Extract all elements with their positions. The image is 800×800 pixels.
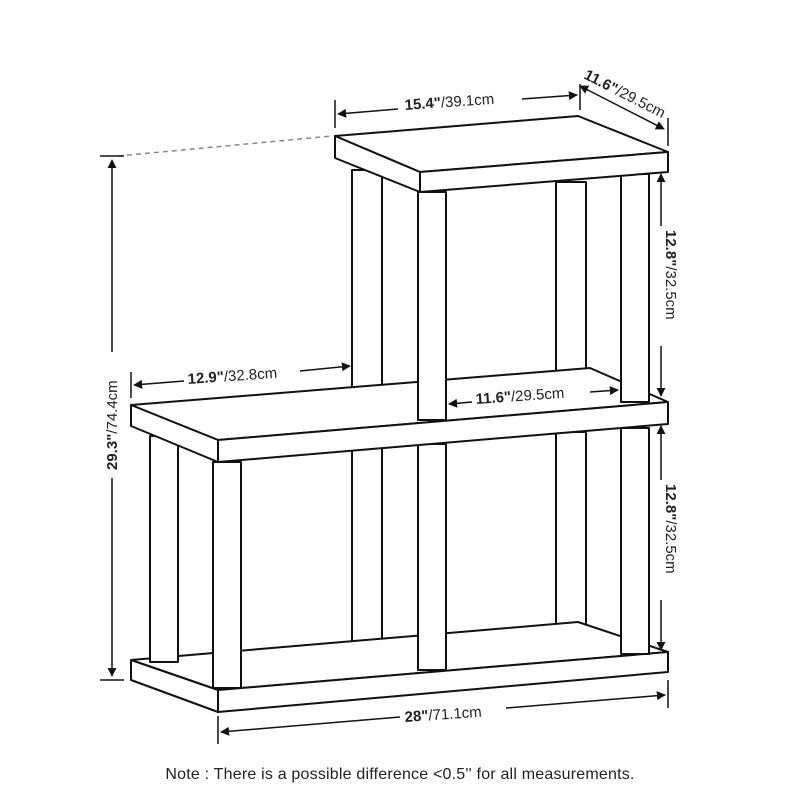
post-lower-back-right — [555, 431, 587, 629]
post-lower-front-center — [212, 461, 242, 689]
total-height-label: 29.3"/74.4cm — [104, 380, 121, 470]
post-upper-back-right — [555, 181, 587, 379]
dimension-lines — [100, 84, 669, 744]
step-width-arrow-right — [299, 362, 351, 372]
top-depth-arrow — [579, 85, 665, 130]
post-lower-front-mid — [417, 443, 447, 671]
post-lower-front-right — [620, 427, 650, 655]
post-lower-front-left — [149, 435, 179, 663]
bottom-board-front-face — [217, 651, 669, 713]
post-upper-front-right — [620, 173, 650, 403]
upper-height-label: 12.8"/32.5cm — [662, 230, 679, 320]
step-width-label: 12.9"/32.8cm — [187, 365, 278, 388]
post-upper-front-left — [417, 191, 447, 421]
post-upper-back-left — [351, 169, 383, 395]
top-width-label: 15.4"/39.1cm — [404, 91, 495, 114]
step-width-arrow-left — [133, 379, 185, 389]
total-width-label: 28"/71.1cm — [404, 704, 482, 726]
top-width-arrow-right — [521, 91, 578, 101]
shelf-drawing — [130, 115, 669, 713]
top-depth-label: 11.6"/29.5cm — [581, 66, 668, 121]
total-width-arrow-right — [505, 691, 666, 709]
mid-depth-label: 11.6"/29.5cm — [475, 385, 565, 408]
total-width-arrow-left — [220, 716, 401, 736]
mid-depth-arrow-right — [589, 386, 619, 396]
mid-depth-arrow-left — [448, 398, 473, 408]
measurement-note: Note : There is a possible difference <0… — [165, 766, 635, 783]
top-width-arrow-left — [337, 108, 399, 118]
middle-board-front-face — [217, 401, 669, 463]
top-board-front-face — [419, 151, 669, 193]
lower-height-label: 12.8"/32.5cm — [662, 484, 679, 574]
height-guide-line — [117, 135, 333, 157]
post-lower-back-left — [351, 447, 383, 645]
